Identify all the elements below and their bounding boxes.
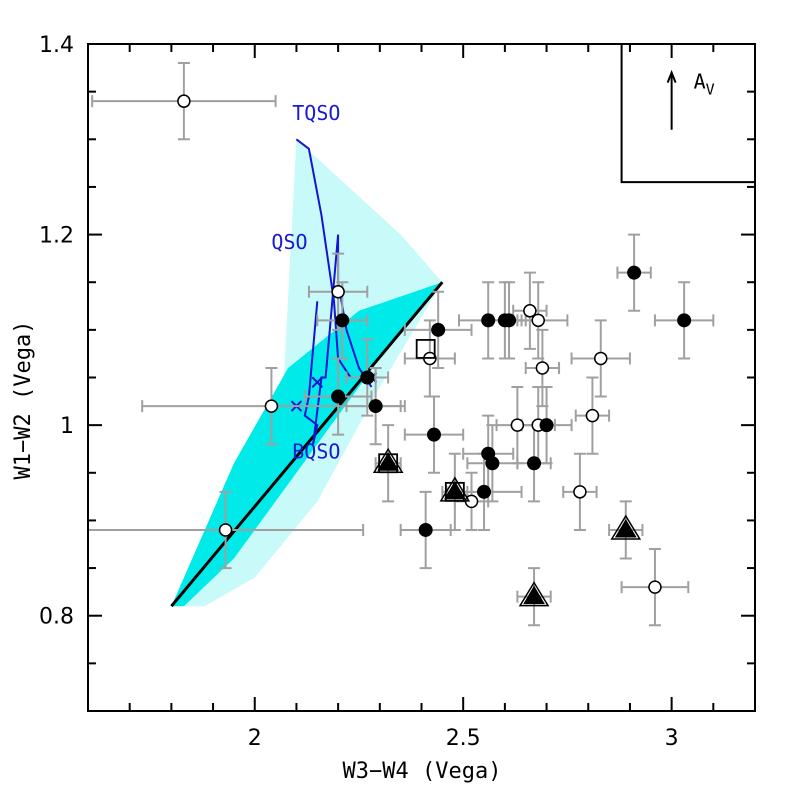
filled-circle-point xyxy=(539,418,554,433)
open-circle-point xyxy=(531,313,545,328)
x-tick-label: 2.5 xyxy=(446,726,481,751)
x-tick-label: 3 xyxy=(665,726,679,751)
filled-circle-point xyxy=(331,389,346,404)
av-arrow-head xyxy=(666,69,677,83)
filled-triangle-point xyxy=(377,452,400,471)
filled-circle-point xyxy=(360,370,375,385)
filled-circle-point xyxy=(627,265,642,280)
filled-circle-point xyxy=(481,313,496,328)
open-square-point xyxy=(415,339,436,359)
open-circle-point xyxy=(535,361,550,375)
triangle-outline xyxy=(439,476,471,502)
filled-circle-point xyxy=(527,456,542,471)
tqso-label: TQSO xyxy=(292,101,340,125)
qso-label: QSO xyxy=(271,230,307,254)
filled-circle-point xyxy=(368,399,383,414)
filled-circle-point xyxy=(497,313,512,328)
open-circle-point xyxy=(648,580,662,594)
open-circle-point xyxy=(585,408,600,423)
filled-triangle-point xyxy=(523,585,545,605)
triangle-outline xyxy=(518,581,550,607)
reference-line xyxy=(170,281,444,608)
x-tick-label: 2 xyxy=(248,726,262,751)
y-axis-title: W1−W2 (Vega) xyxy=(11,321,36,480)
filled-circle-point xyxy=(335,313,350,328)
x-axis-title: W3−W4 (Vega) xyxy=(343,759,502,784)
bqso-label: BQSO xyxy=(292,439,340,463)
open-circle-point xyxy=(510,418,525,432)
filled-circle-point xyxy=(418,522,433,537)
filled-circle-point xyxy=(477,484,492,499)
filled-circle-point xyxy=(677,313,692,328)
qso-track-line xyxy=(295,138,352,379)
track-cross-marker xyxy=(311,376,323,388)
open-circle-point xyxy=(177,94,191,108)
open-circle-point xyxy=(573,485,587,499)
y-tick-label: 1 xyxy=(60,414,74,439)
filled-circle-point xyxy=(431,322,446,337)
av-box xyxy=(620,44,755,184)
triangle-outline xyxy=(372,447,404,474)
y-tick-label: 1.4 xyxy=(39,33,74,58)
y-tick-label: 1.2 xyxy=(39,224,74,249)
filled-triangle-point xyxy=(614,518,637,538)
open-circle-point xyxy=(218,523,233,537)
filled-circle-point xyxy=(427,427,442,442)
open-circle-point xyxy=(331,284,345,299)
av-subscript: V xyxy=(706,81,715,99)
open-circle-point xyxy=(594,351,608,366)
av-label: AV xyxy=(694,70,715,99)
open-circle-point xyxy=(523,304,537,318)
filled-circle-point xyxy=(485,456,500,471)
open-circle-point xyxy=(264,399,279,413)
filled-triangle-point xyxy=(443,480,466,500)
triangle-outline xyxy=(610,514,642,540)
y-tick-label: 0.8 xyxy=(39,605,74,630)
